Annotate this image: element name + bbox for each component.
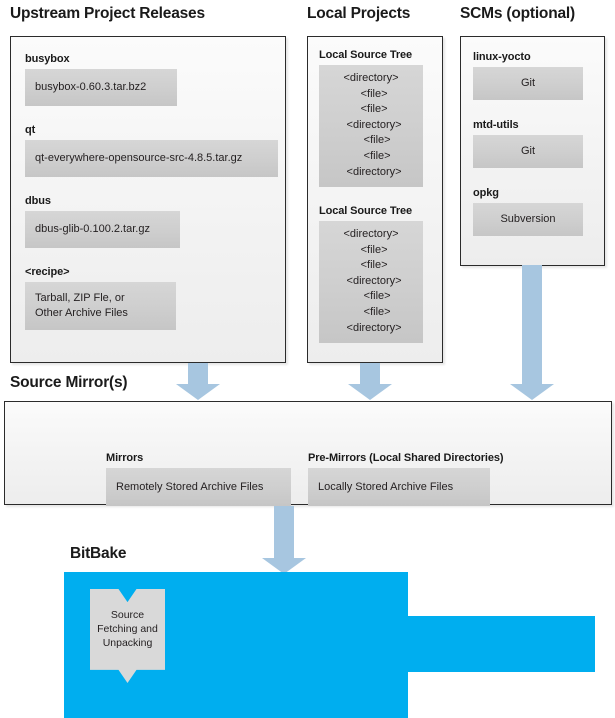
tree1-line-2: <file> [354, 103, 388, 116]
local-source-tree-2-label: Local Source Tree [319, 205, 413, 217]
arrow-mirrors-to-bitbake [262, 506, 306, 574]
source-mirrors-group-premirrors: Pre-Mirrors (Local Shared Directories) L… [308, 452, 568, 506]
tree2-line-3: <directory> [340, 274, 402, 287]
bitbake-section-title: BitBake [70, 545, 127, 562]
scms-item-linux-yocto-label: linux-yocto [473, 51, 531, 63]
tree1-line-6: <directory> [340, 165, 402, 178]
local-projects-panel: Local Source Tree <directory> <file> <fi… [307, 36, 443, 363]
tree1-line-3: <directory> [340, 118, 402, 131]
source-mirrors-group-mirrors-label: Mirrors [106, 452, 144, 464]
scms-item-linux-yocto: linux-yocto Git [473, 51, 595, 100]
scms-item-linux-yocto-value: Git [473, 67, 583, 100]
upstream-item-dbus-value: dbus-glib-0.100.2.tar.gz [25, 211, 180, 248]
tree1-line-5: <file> [351, 150, 391, 163]
upstream-section-title: Upstream Project Releases [10, 5, 205, 22]
scms-item-mtd-utils-label: mtd-utils [473, 119, 519, 131]
scms-item-opkg-label: opkg [473, 187, 499, 199]
upstream-item-busybox-value: busybox-0.60.3.tar.bz2 [25, 69, 177, 106]
tree1-line-0: <directory> [343, 72, 399, 84]
source-fetching-task-text: Source Fetching and Unpacking [97, 609, 158, 651]
local-source-tree-2-body: <directory> <file> <file> <directory> <f… [319, 221, 423, 344]
fetch-line-3: Unpacking [102, 636, 153, 649]
tree2-line-0: <directory> [343, 228, 399, 240]
source-mirrors-group-premirrors-label: Pre-Mirrors (Local Shared Directories) [308, 452, 504, 464]
upstream-item-qt: qt qt-everywhere-opensource-src-4.8.5.ta… [25, 124, 283, 177]
tree1-line-1: <file> [354, 87, 388, 100]
upstream-item-recipe-label: <recipe> [25, 266, 70, 278]
local-source-tree-2: Local Source Tree <directory> <file> <fi… [319, 205, 433, 344]
tree1-line-4: <file> [351, 134, 391, 147]
scms-item-opkg-value: Subversion [473, 203, 583, 236]
upstream-panel: busybox busybox-0.60.3.tar.bz2 qt qt-eve… [10, 36, 286, 363]
source-fetching-and-unpacking-task: Source Fetching and Unpacking [90, 589, 165, 683]
local-source-tree-1: Local Source Tree <directory> <file> <fi… [319, 49, 433, 188]
upstream-item-busybox: busybox busybox-0.60.3.tar.bz2 [25, 53, 273, 106]
local-source-tree-1-label: Local Source Tree [319, 49, 413, 61]
tree2-line-4: <file> [351, 290, 391, 303]
upstream-item-qt-label: qt [25, 124, 36, 136]
source-mirrors-group-premirrors-value: Locally Stored Archive Files [308, 468, 490, 506]
scms-section-title: SCMs (optional) [460, 5, 575, 22]
upstream-recipe-line1: Tarball, ZIP Fle, or [35, 292, 125, 305]
tree2-line-6: <directory> [340, 321, 402, 334]
fetch-line-2: Fetching and [97, 622, 158, 635]
tree2-line-2: <file> [354, 259, 388, 272]
tree2-line-1: <file> [354, 243, 388, 256]
scms-item-opkg: opkg Subversion [473, 187, 595, 236]
arrow-scms-to-mirrors [510, 265, 554, 400]
arrow-local-projects-to-mirrors [348, 363, 392, 400]
tree2-line-5: <file> [351, 306, 391, 319]
upstream-item-busybox-label: busybox [25, 53, 70, 65]
upstream-recipe-line2: Other Archive Files [35, 307, 128, 319]
scms-item-mtd-utils-value: Git [473, 135, 583, 168]
scms-panel: linux-yocto Git mtd-utils Git opkg Subve… [460, 36, 605, 266]
upstream-item-recipe-value: Tarball, ZIP Fle, or Other Archive Files [25, 282, 176, 330]
local-projects-section-title: Local Projects [307, 5, 411, 22]
upstream-item-recipe: <recipe> Tarball, ZIP Fle, or Other Arch… [25, 266, 273, 330]
source-mirrors-section-title: Source Mirror(s) [10, 374, 128, 391]
upstream-item-dbus-label: dbus [25, 195, 51, 207]
scms-item-mtd-utils: mtd-utils Git [473, 119, 595, 168]
arrow-upstream-to-mirrors [176, 363, 220, 400]
local-source-tree-1-body: <directory> <file> <file> <directory> <f… [319, 65, 423, 188]
source-mirrors-panel: Mirrors Remotely Stored Archive Files Pr… [4, 401, 612, 506]
source-mirrors-group-mirrors-value: Remotely Stored Archive Files [106, 468, 291, 506]
upstream-item-dbus: dbus dbus-glib-0.100.2.tar.gz [25, 195, 273, 248]
upstream-item-qt-value: qt-everywhere-opensource-src-4.8.5.tar.g… [25, 140, 278, 177]
fetch-line-1: Source [110, 609, 145, 621]
bitbake-extension-arm [394, 616, 595, 672]
source-mirrors-group-mirrors: Mirrors Remotely Stored Archive Files [106, 452, 306, 506]
